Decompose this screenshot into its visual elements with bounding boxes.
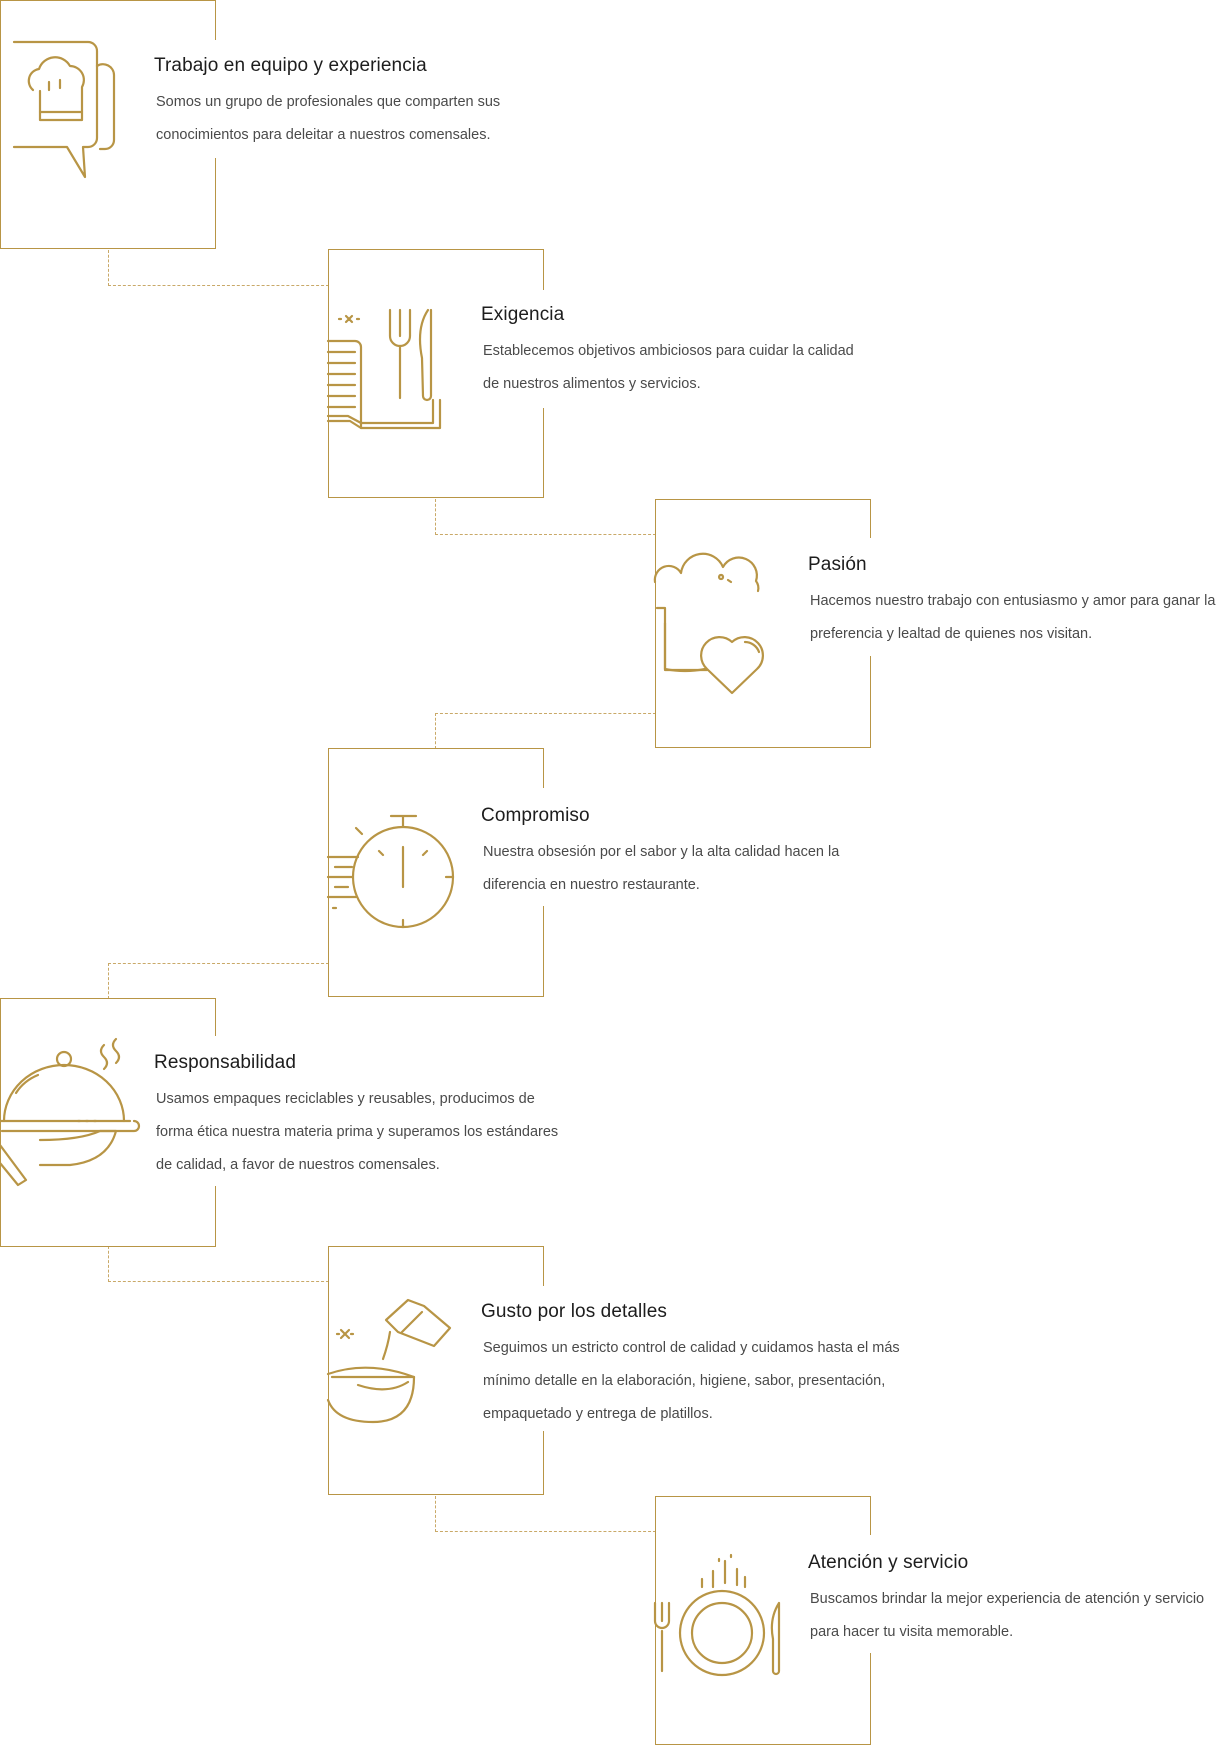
chef-hat-heart-icon — [653, 545, 785, 695]
value-title: Atención y servicio — [808, 1552, 969, 1573]
plate-cutlery-icon — [653, 1535, 785, 1685]
connector — [108, 1246, 329, 1282]
menu-fork-knife-icon — [326, 288, 458, 438]
value-text: Responsabilidad Usamos empaques reciclab… — [154, 1051, 574, 1182]
frame-gap — [190, 1036, 220, 1186]
connector — [435, 499, 656, 535]
value-description: Establecemos objetivos ambiciosos para c… — [483, 343, 854, 392]
value-title: Responsabilidad — [154, 1052, 296, 1073]
value-text: Gusto por los detalles Seguimos un estri… — [481, 1300, 901, 1431]
chef-hat-chat-icon — [0, 30, 130, 180]
frame-gap — [538, 1286, 568, 1431]
stopwatch-icon — [326, 800, 458, 950]
frame-gap — [190, 40, 220, 158]
value-title: Trabajo en equipo y experiencia — [154, 55, 427, 76]
value-title: Gusto por los detalles — [481, 1301, 667, 1322]
pouring-bowl-icon — [326, 1290, 458, 1440]
value-description: Hacemos nuestro trabajo con entusiasmo y… — [810, 593, 1216, 642]
value-text: Compromiso Nuestra obsesión por el sabor… — [481, 804, 901, 902]
value-text: Atención y servicio Buscamos brindar la … — [808, 1551, 1228, 1649]
connector — [108, 250, 329, 286]
value-description: Nuestra obsesión por el sabor y la alta … — [483, 844, 840, 893]
value-title: Pasión — [808, 554, 867, 575]
value-description: Seguimos un estricto control de calidad … — [483, 1340, 900, 1422]
serving-cloche-icon — [0, 1035, 141, 1187]
frame-gap — [538, 788, 568, 906]
value-text: Pasión Hacemos nuestro trabajo con entus… — [808, 553, 1228, 651]
connector — [108, 963, 329, 999]
value-description: Buscamos brindar la mejor experiencia de… — [810, 1591, 1205, 1640]
frame-gap — [865, 538, 895, 656]
value-title: Exigencia — [481, 304, 565, 325]
value-description: Somos un grupo de profesionales que comp… — [156, 94, 501, 143]
connector — [435, 713, 656, 749]
frame-gap — [865, 1535, 895, 1653]
frame-gap — [538, 290, 568, 408]
value-description: Usamos empaques reciclables y reusables,… — [156, 1091, 559, 1173]
value-text: Trabajo en equipo y experiencia Somos un… — [154, 54, 574, 152]
connector — [435, 1496, 656, 1532]
value-title: Compromiso — [481, 805, 590, 826]
value-text: Exigencia Establecemos objetivos ambicio… — [481, 303, 901, 401]
